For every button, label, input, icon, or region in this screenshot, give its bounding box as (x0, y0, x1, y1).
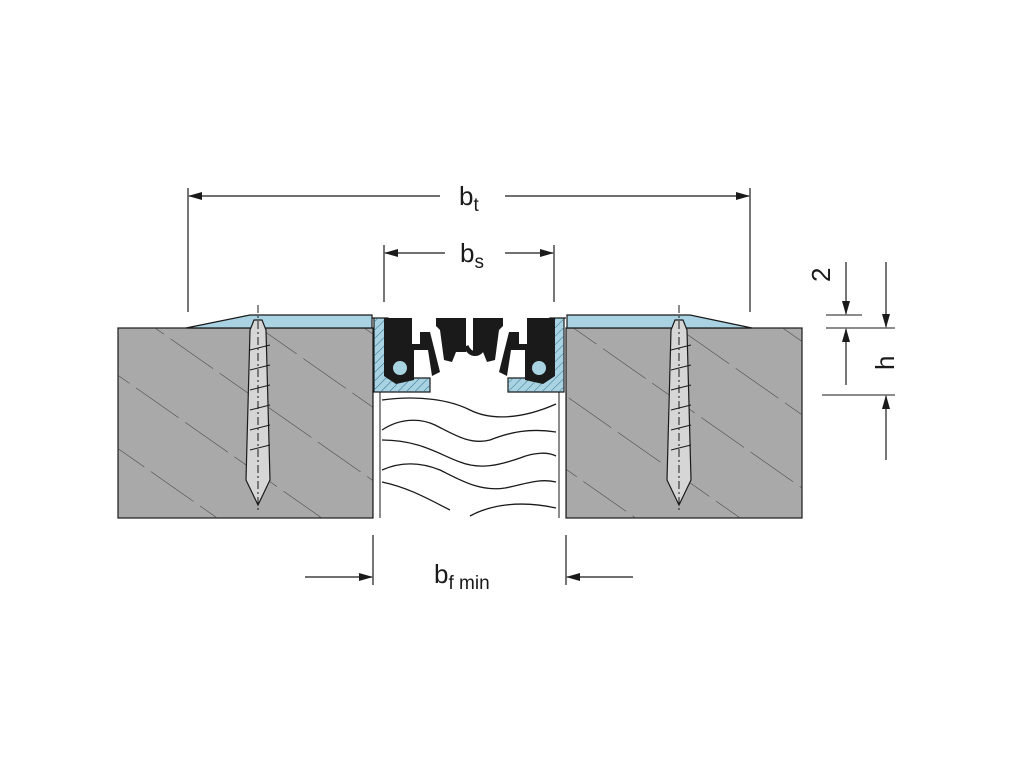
rubber-insert (384, 318, 555, 384)
label-2: 2 (806, 268, 836, 282)
label-bs: bs (460, 238, 484, 273)
left-anchor-dowel (245, 305, 271, 510)
left-concrete-slab (117, 327, 374, 519)
dimension-2: 2 (806, 262, 895, 385)
label-bf-min: bf min (434, 559, 490, 594)
label-bt: bt (459, 181, 479, 216)
dimension-bt: bt (187, 181, 751, 312)
right-anchor-dowel (666, 305, 692, 510)
dimension-bs: bs (383, 238, 555, 302)
dimension-bf-min: bf min (305, 535, 633, 594)
dimension-h: h (822, 262, 900, 460)
label-h: h (870, 356, 900, 370)
joint-gap-filler (372, 390, 567, 518)
